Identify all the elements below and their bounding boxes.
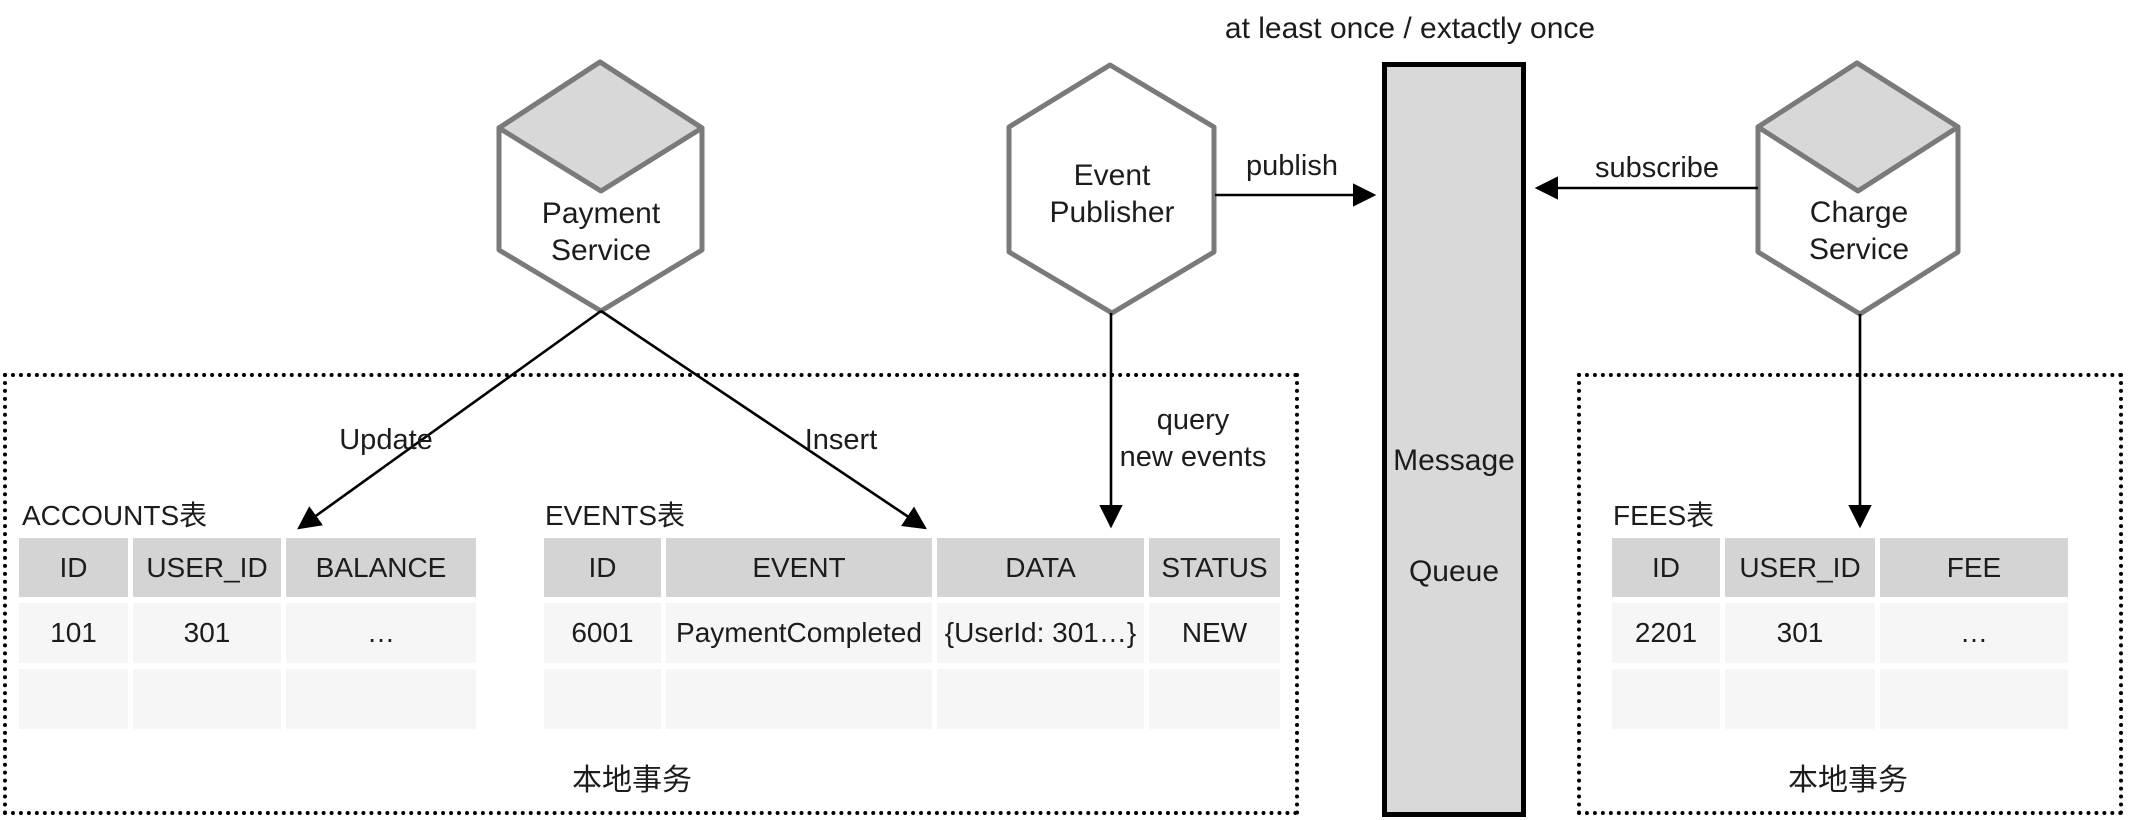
accounts-cell-r2c2 [133, 669, 281, 729]
left-local-transaction-label: 本地事务 [572, 764, 692, 797]
query-new-events-label: query new events [1120, 402, 1267, 476]
subscribe-label: subscribe [1594, 152, 1720, 184]
accounts-table-title: ACCOUNTS表 [22, 500, 208, 531]
events-header-status: STATUS [1149, 538, 1280, 597]
fees-cell-r2c3 [1880, 669, 2068, 729]
payment-service-hexagon [496, 59, 705, 314]
fees-header-id: ID [1612, 538, 1720, 597]
events-cell-r2c1 [544, 669, 661, 729]
charge-service-label-line1: Charge [1809, 196, 1909, 229]
events-header-data: DATA [937, 538, 1144, 597]
message-queue-label-line1: Message [1393, 444, 1515, 477]
query-label-line2: new events [1119, 441, 1267, 473]
charge-service-hexagon [1755, 60, 1961, 317]
message-queue-label: Message Queue [1393, 368, 1515, 664]
accounts-cell-r2c3 [286, 669, 476, 729]
fees-table-title: FEES表 [1613, 500, 1715, 531]
fees-cell-r1c3: … [1880, 603, 2068, 663]
local-transaction-box-right [1577, 373, 2123, 815]
events-header-id: ID [544, 538, 661, 597]
payment-service-label-line1: Payment [541, 197, 661, 230]
accounts-cell-r1c2: 301 [133, 603, 281, 663]
accounts-table: ID USER_ID BALANCE 101 301 … [19, 538, 476, 729]
publish-label: publish [1246, 150, 1338, 182]
event-publisher-label-line2: Publisher [1049, 196, 1175, 229]
accounts-cell-r1c3: … [286, 603, 476, 663]
events-cell-r2c3 [937, 669, 1144, 729]
events-cell-r2c4 [1149, 669, 1280, 729]
fees-cell-r1c1: 2201 [1612, 603, 1720, 663]
update-label: Update [339, 424, 433, 456]
events-table: ID EVENT DATA STATUS 6001 PaymentComplet… [544, 538, 1280, 729]
charge-service-top-face [1755, 60, 1961, 194]
query-label-line1: query [1156, 404, 1230, 436]
fees-header-user-id: USER_ID [1725, 538, 1875, 597]
accounts-cell-r1c1: 101 [19, 603, 128, 663]
payment-service-label-line2: Service [550, 234, 652, 267]
charge-service-label-line2: Service [1808, 233, 1910, 266]
events-cell-r2c2 [666, 669, 932, 729]
charge-service-label: Charge Service [1809, 194, 1909, 268]
events-cell-r1c2: PaymentCompleted [666, 603, 932, 663]
accounts-cell-r2c1 [19, 669, 128, 729]
fees-cell-r1c2: 301 [1725, 603, 1875, 663]
payment-service-label: Payment Service [542, 195, 660, 269]
event-publisher-label-line1: Event [1073, 159, 1151, 192]
accounts-header-user-id: USER_ID [133, 538, 281, 597]
fees-table: ID USER_ID FEE 2201 301 … [1612, 538, 2068, 729]
events-cell-r1c3: {UserId: 301…} [937, 603, 1144, 663]
events-cell-r1c1: 6001 [544, 603, 661, 663]
message-queue-node [1382, 62, 1526, 817]
event-publisher-label: Event Publisher [1049, 157, 1174, 231]
insert-label: Insert [804, 424, 878, 456]
payment-service-top-face [496, 59, 705, 194]
events-header-event: EVENT [666, 538, 932, 597]
delivery-guarantee-note: at least once / extactly once [1224, 12, 1596, 45]
message-queue-label-line2: Queue [1408, 555, 1500, 588]
fees-cell-r2c2 [1725, 669, 1875, 729]
events-table-title: EVENTS表 [545, 500, 686, 531]
right-local-transaction-label: 本地事务 [1788, 764, 1908, 797]
fees-header-fee: FEE [1880, 538, 2068, 597]
accounts-header-balance: BALANCE [286, 538, 476, 597]
events-cell-r1c4: NEW [1149, 603, 1280, 663]
accounts-header-id: ID [19, 538, 128, 597]
fees-cell-r2c1 [1612, 669, 1720, 729]
